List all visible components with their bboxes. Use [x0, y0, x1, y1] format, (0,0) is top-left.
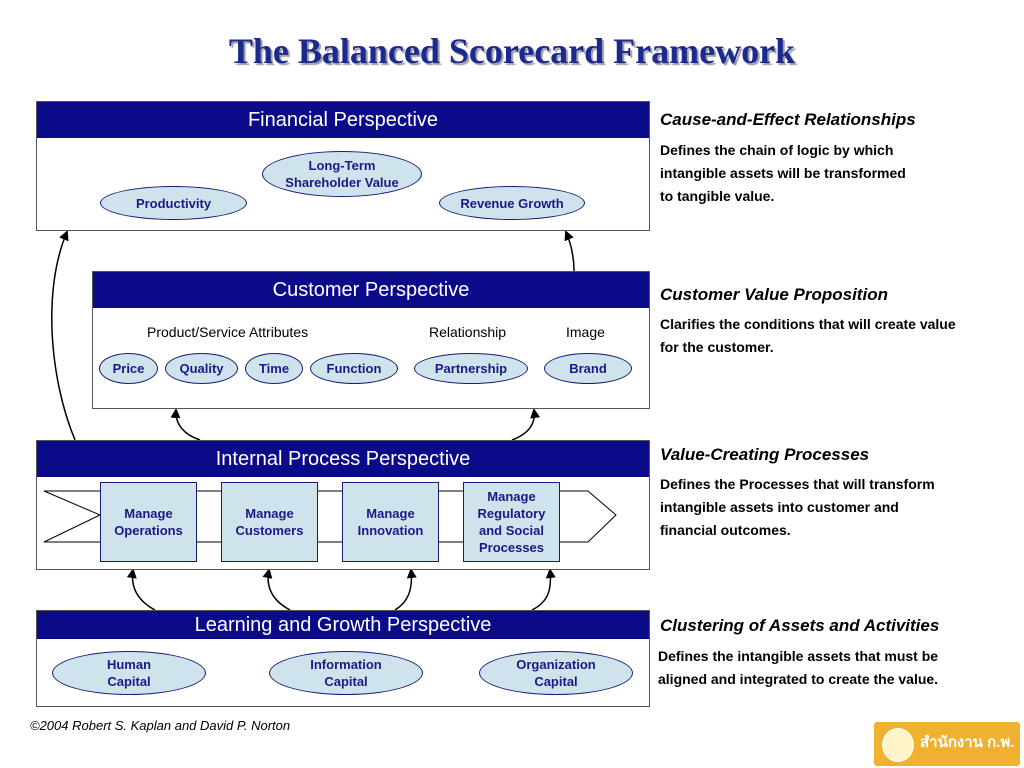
logo-emblem-icon	[882, 728, 914, 762]
side-text-clustering: Defines the intangible assets that must …	[658, 648, 939, 687]
manage-customers-box: Manage Customers	[221, 482, 318, 562]
side-heading-cause-effect: Cause-and-Effect Relationships	[660, 110, 916, 129]
label-relationship: Relationship	[429, 324, 507, 340]
arrow-learning-to-internal-4	[531, 568, 556, 611]
arrow-internal-to-customer-right	[511, 408, 541, 441]
function-node: Function	[310, 353, 398, 384]
organization-capital-label: Organization Capital	[516, 657, 596, 689]
logo-text: สำนักงาน ก.พ.	[920, 734, 1015, 751]
human-capital-label: Human Capital	[106, 657, 152, 689]
manage-innovation-label: Manage Innovation	[357, 506, 424, 538]
manage-customers-label: Manage Customers	[235, 506, 304, 538]
learning-growth-header: Learning and Growth Perspective	[37, 611, 649, 639]
arrow-learning-to-internal-2	[262, 568, 291, 611]
brand-node: Brand	[544, 353, 632, 384]
copyright-footer: ©2004 Robert S. Kaplan and David P. Nort…	[30, 718, 291, 733]
long-term-value-label: Long-Term Shareholder Value	[285, 158, 399, 190]
productivity-node: Productivity	[100, 186, 247, 220]
price-label: Price	[112, 361, 145, 376]
arrow-learning-to-internal-3	[394, 568, 417, 611]
manage-operations-label: Manage Operations	[114, 506, 183, 538]
quality-label: Quality	[179, 361, 224, 376]
page-title: The Balanced Scorecard Framework	[228, 31, 796, 71]
side-text-cause-effect: Defines the chain of logic by which inta…	[660, 142, 906, 204]
manage-operations-box: Manage Operations	[100, 482, 197, 562]
information-capital-label: Information Capital	[310, 657, 382, 689]
financial-header: Financial Perspective	[37, 102, 649, 138]
customer-panel: Customer Perspective	[92, 271, 650, 409]
partnership-label: Partnership	[434, 361, 508, 376]
label-product-service-attributes: Product/Service Attributes	[147, 324, 309, 340]
arrow-internal-to-customer-left	[170, 408, 201, 441]
long-term-value-node: Long-Term Shareholder Value	[262, 151, 422, 197]
time-label: Time	[258, 361, 290, 376]
arrow-internal-to-financial-left	[51, 230, 76, 441]
revenue-growth-node: Revenue Growth	[439, 186, 585, 220]
side-heading-clustering: Clustering of Assets and Activities	[660, 616, 940, 635]
side-heading-customer-value: Customer Value Proposition	[660, 285, 888, 304]
label-image: Image	[566, 324, 605, 340]
manage-regulatory-label: Manage Regulatory and Social Processes	[477, 489, 546, 555]
manage-regulatory-box: Manage Regulatory and Social Processes	[463, 482, 560, 562]
customer-header: Customer Perspective	[93, 272, 649, 308]
side-text-customer-value: Clarifies the conditions that will creat…	[660, 316, 956, 355]
internal-process-header: Internal Process Perspective	[37, 441, 649, 477]
partnership-node: Partnership	[414, 353, 528, 384]
ocsc-logo: สำนักงาน ก.พ.	[874, 722, 1020, 766]
organization-capital-node: Organization Capital	[479, 651, 633, 695]
human-capital-node: Human Capital	[52, 651, 206, 695]
time-node: Time	[245, 353, 303, 384]
manage-innovation-box: Manage Innovation	[342, 482, 439, 562]
revenue-growth-label: Revenue Growth	[460, 195, 564, 211]
information-capital-node: Information Capital	[269, 651, 423, 695]
arrow-customer-to-financial-right	[564, 230, 575, 272]
brand-label: Brand	[569, 361, 607, 376]
function-label: Function	[326, 361, 382, 376]
side-text-value-creating: Defines the Processes that will transfor…	[660, 476, 935, 538]
productivity-label: Productivity	[135, 195, 212, 211]
price-node: Price	[99, 353, 158, 384]
arrow-learning-to-internal-1	[126, 568, 156, 611]
side-heading-value-creating: Value-Creating Processes	[660, 445, 870, 464]
quality-node: Quality	[165, 353, 238, 384]
